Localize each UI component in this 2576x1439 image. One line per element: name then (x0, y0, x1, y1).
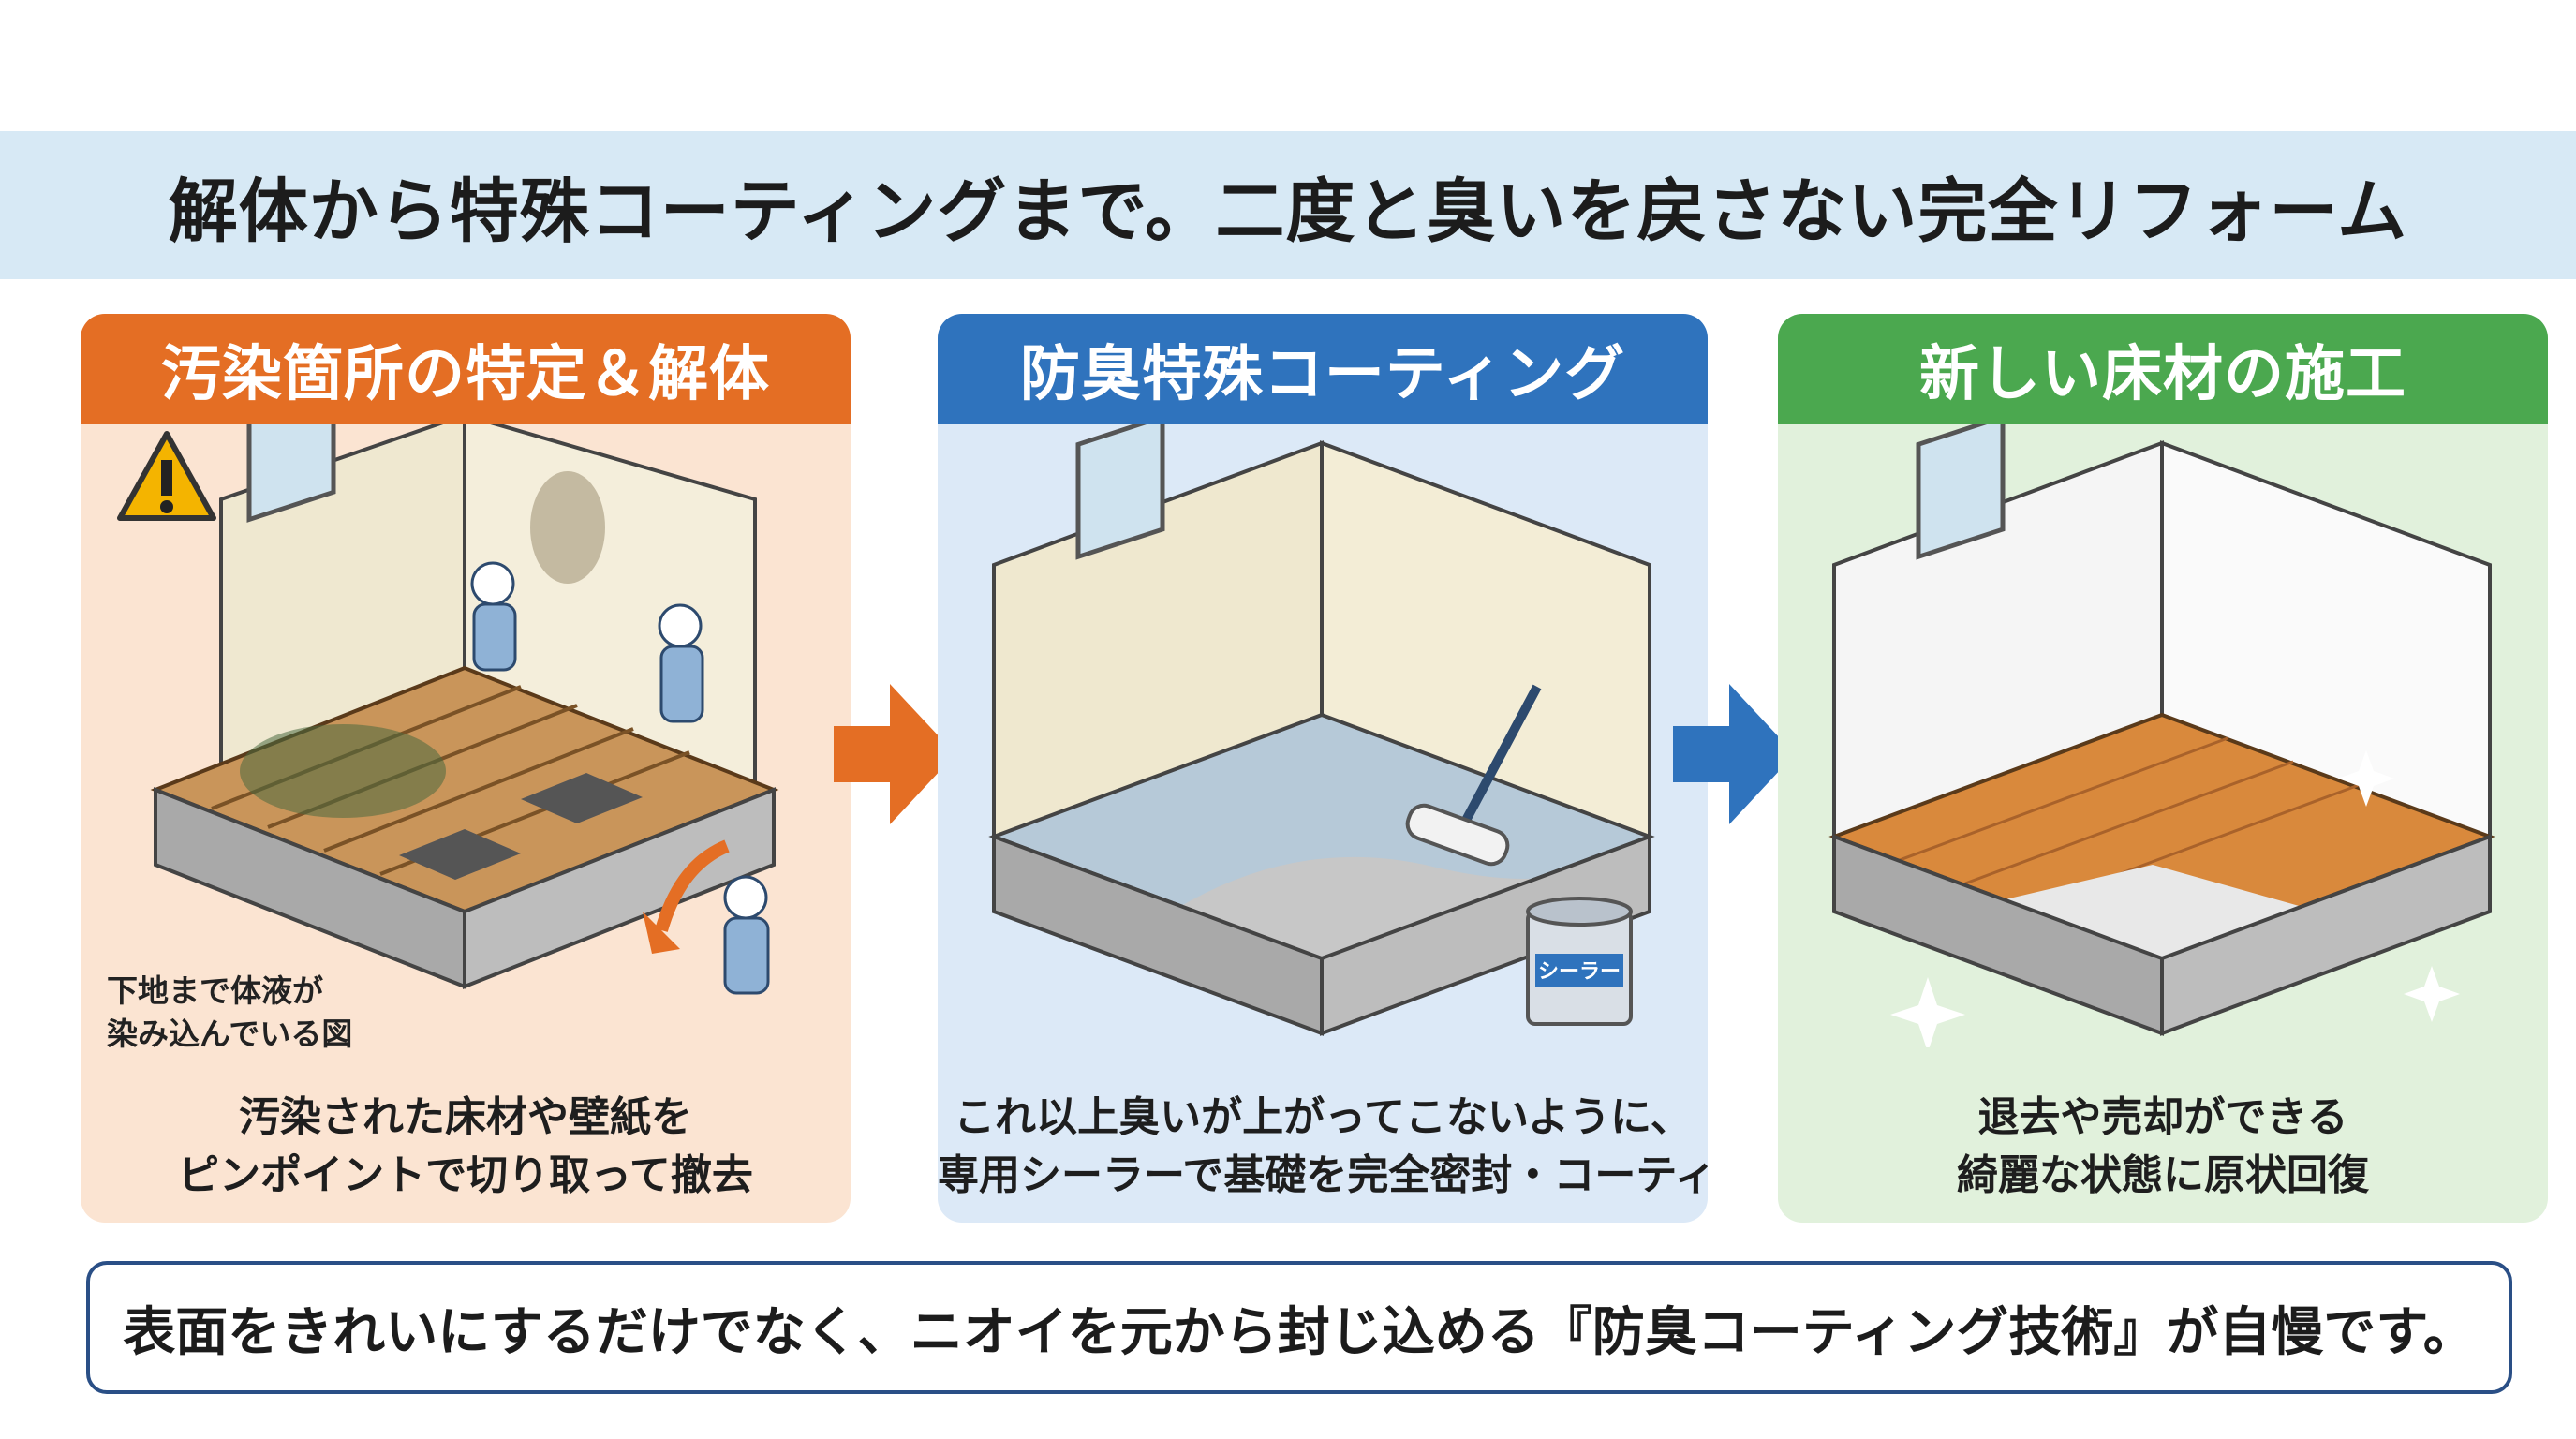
step-panel-coating: 防臭特殊コーティング シーラー これ以上臭いが上がってこないように、 専用シーラ… (938, 314, 1708, 1223)
step-caption: 汚染された床材や壁紙を ピンポイントで切り取って撤去 (178, 1093, 753, 1199)
warning-icon (117, 431, 216, 521)
new-flooring-illustration (1828, 424, 2495, 1047)
step-heading: 防臭特殊コーティング (938, 314, 1708, 424)
step-heading: 汚染箇所の特定＆解体 (81, 314, 851, 424)
demolition-illustration (117, 424, 779, 995)
step-caption: これ以上臭いが上がってこないように、 専用シーラーで基礎を完全密封・コーティング (938, 1093, 1708, 1199)
step-panel-new-flooring: 新しい床材の施工 退去や売却ができる 綺麗な状態に原状回復 (1778, 314, 2548, 1223)
can-label: シーラー (1538, 960, 1621, 984)
page-title: 解体から特殊コーティングまで。二度と臭いを戻さない完全リフォーム (168, 171, 2408, 252)
step-caption: 退去や売却ができる 綺麗な状態に原状回復 (1957, 1093, 2369, 1199)
arrow-right-icon (834, 684, 955, 824)
sparkle-icon (1890, 750, 2460, 1047)
annotation-text: 下地まで体液が 染み込んでいる図 (107, 972, 353, 1052)
sealer-can: シーラー (1526, 897, 1633, 1026)
title-band: 解体から特殊コーティングまで。二度と臭いを戻さない完全リフォーム (0, 131, 2576, 279)
footer-text: 表面をきれいにするだけでなく、ニオイを元から封じ込める『防臭コーティング技術』が… (123, 1301, 2476, 1363)
arrow-right-icon (1673, 684, 1795, 824)
footer-callout: 表面をきれいにするだけでなく、ニオイを元から封じ込める『防臭コーティング技術』が… (86, 1261, 2512, 1394)
step-heading: 新しい床材の施工 (1778, 314, 2548, 424)
coating-illustration: シーラー (988, 424, 1655, 1036)
step-panel-demolition: 汚染箇所の特定＆解体 (81, 314, 851, 1223)
